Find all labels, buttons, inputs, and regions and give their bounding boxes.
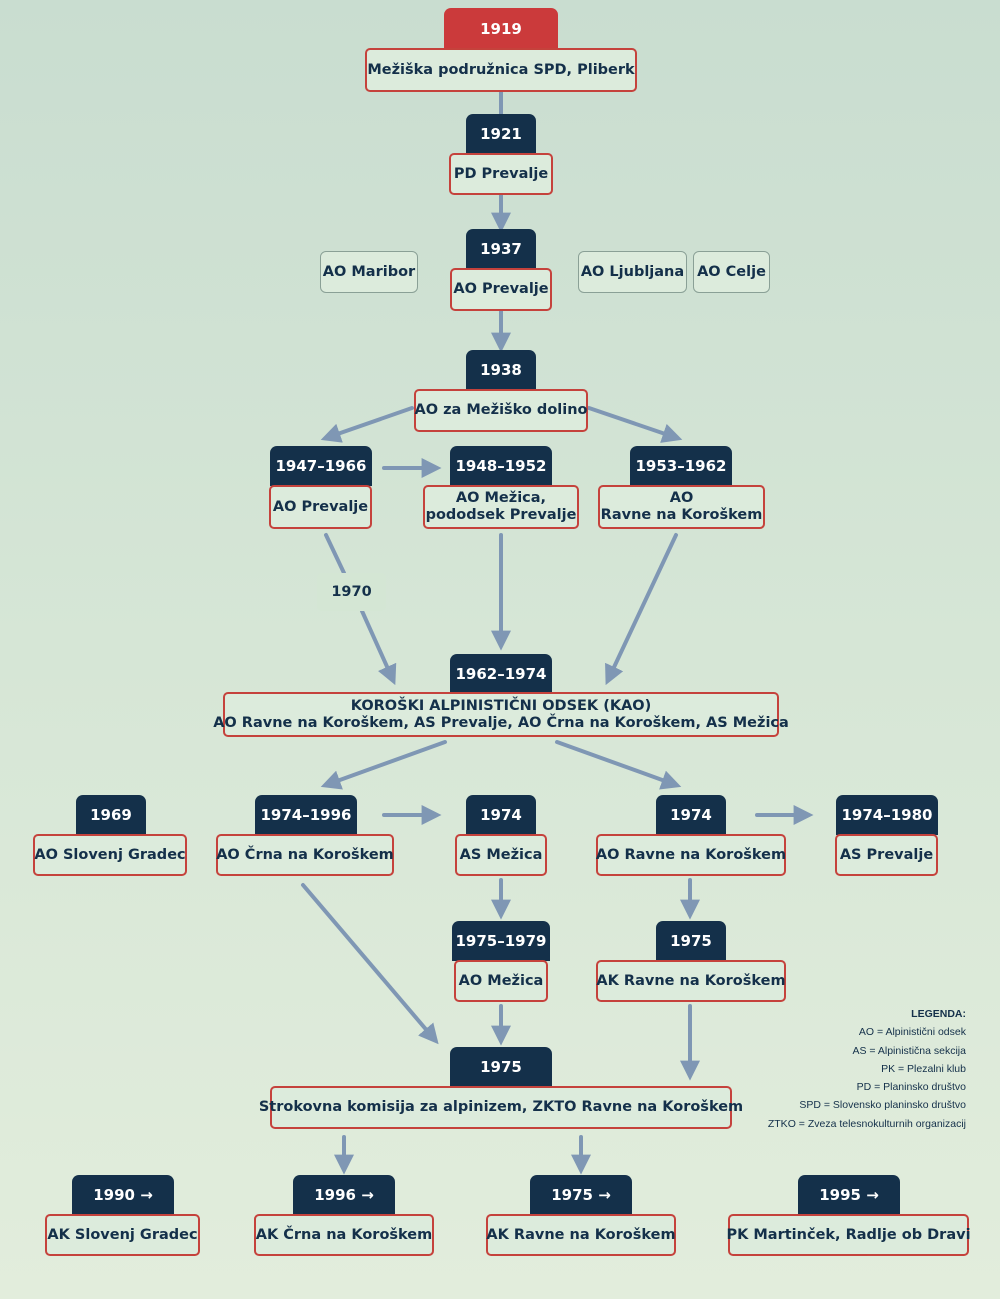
arrow-1938-1947	[320, 406, 414, 443]
node-kao-line2: AO Ravne na Koroškem, AS Prevalje, AO Čr…	[213, 714, 789, 731]
legend: LEGENDA: AO = Alpinistični odsek AS = Al…	[768, 1005, 966, 1133]
arrow-crna-komisija	[301, 883, 439, 1045]
node-ao-ravne-1953-line1: AO	[669, 490, 694, 506]
node-kao: KOROŠKI ALPINISTIČNI ODSEK (KAO) AO Ravn…	[213, 692, 789, 737]
node-ao-maribor: AO Maribor	[320, 251, 418, 293]
node-ao-mezica-pododsek: AO Mežica, pododsek Prevalje	[423, 485, 579, 529]
arrow-kao-crna	[320, 740, 447, 790]
node-ao-ravne-1974: AO Ravne na Koroškem	[596, 834, 786, 876]
legend-item: PK = Plezalni klub	[881, 1062, 966, 1075]
node-ao-celje: AO Celje	[693, 251, 770, 293]
node-ao-prevalje-1947: AO Prevalje	[269, 485, 372, 529]
node-mezisko-spd: Mežiška podružnica SPD, Pliberk	[365, 48, 637, 92]
year-tag-1975-1979: 1975–1979	[452, 921, 550, 961]
node-ak-slovenj-gradec: AK Slovenj Gradec	[45, 1214, 200, 1256]
year-tag-1974-1980: 1974–1980	[836, 795, 938, 835]
arrow-kao-ravne	[555, 740, 682, 790]
year-tag-1975-ak: 1975	[656, 921, 726, 961]
year-tag-1947-1966: 1947–1966	[270, 446, 372, 486]
year-tag-1996: 1996 →	[293, 1175, 395, 1215]
legend-item: AS = Alpinistična sekcija	[852, 1044, 966, 1057]
node-ao-prevalje-1937: AO Prevalje	[450, 268, 552, 311]
node-ao-ravne-1953-line2: Ravne na Koroškem	[600, 507, 763, 523]
arrow-1947-1970	[324, 533, 346, 575]
node-ao-mezisko-dolino: AO za Mežiško dolino	[414, 389, 588, 432]
node-kao-line1: KOROŠKI ALPINISTIČNI ODSEK (KAO)	[350, 697, 652, 714]
node-ao-crna: AO Črna na Koroškem	[216, 834, 394, 876]
legend-item: AO = Alpinistični odsek	[858, 1026, 966, 1039]
year-tag-1975-komisija: 1975	[450, 1047, 552, 1087]
legend-item: SPD = Slovensko planinsko društvo	[799, 1099, 966, 1112]
year-tag-1921: 1921	[466, 114, 536, 154]
year-tag-1938: 1938	[466, 350, 536, 390]
year-tag-1953-1962: 1953–1962	[630, 446, 732, 486]
node-ak-ravne-bottom: AK Ravne na Koroškem	[486, 1214, 676, 1256]
year-tag-1919: 1919	[444, 8, 558, 50]
year-tag-1962-1974: 1962–1974	[450, 654, 552, 694]
year-tag-1995: 1995 →	[798, 1175, 900, 1215]
node-ao-mezica-1975: AO Mežica	[454, 960, 548, 1002]
node-ao-ravne-1953: AO Ravne na Koroškem	[598, 485, 765, 529]
node-pd-prevalje: PD Prevalje	[449, 153, 553, 195]
node-as-mezica: AS Mežica	[455, 834, 547, 876]
arrow-1953-kao	[605, 533, 678, 686]
year-tag-1974-mezica: 1974	[466, 795, 536, 835]
node-ao-ljubljana: AO Ljubljana	[578, 251, 687, 293]
legend-item: PD = Planinsko društvo	[856, 1081, 966, 1094]
node-strokovna-komisija: Strokovna komisija za alpinizem, ZKTO Ra…	[259, 1086, 743, 1129]
year-tag-1948-1952: 1948–1952	[450, 446, 552, 486]
arrow-1938-1953	[587, 406, 683, 443]
year-tag-1990: 1990 →	[72, 1175, 174, 1215]
node-ak-crna: AK Črna na Koroškem	[254, 1214, 434, 1256]
legend-title: LEGENDA:	[911, 1008, 966, 1020]
year-tag-1975-arrow: 1975 →	[530, 1175, 632, 1215]
year-tag-1937: 1937	[466, 229, 536, 269]
node-pk-martincek: PK Martinček, Radlje ob Dravi	[726, 1214, 971, 1256]
year-tag-1974-ravne: 1974	[656, 795, 726, 835]
node-ao-mezica-pododsek-line1: AO Mežica,	[455, 490, 547, 506]
node-ak-ravne-1975: AK Ravne na Koroškem	[596, 960, 786, 1002]
year-tag-1969: 1969	[76, 795, 146, 835]
node-as-prevalje: AS Prevalje	[835, 834, 938, 876]
arrow-1970-kao	[360, 609, 397, 686]
node-ao-slovenj-gradec: AO Slovenj Gradec	[33, 834, 187, 876]
legend-item: ZTKO = Zveza telesnokulturnih organizaci…	[767, 1117, 966, 1130]
node-1970-label: 1970	[317, 573, 386, 611]
year-tag-1974-1996: 1974–1996	[255, 795, 357, 835]
node-ao-mezica-pododsek-line2: pododsek Prevalje	[425, 507, 577, 523]
